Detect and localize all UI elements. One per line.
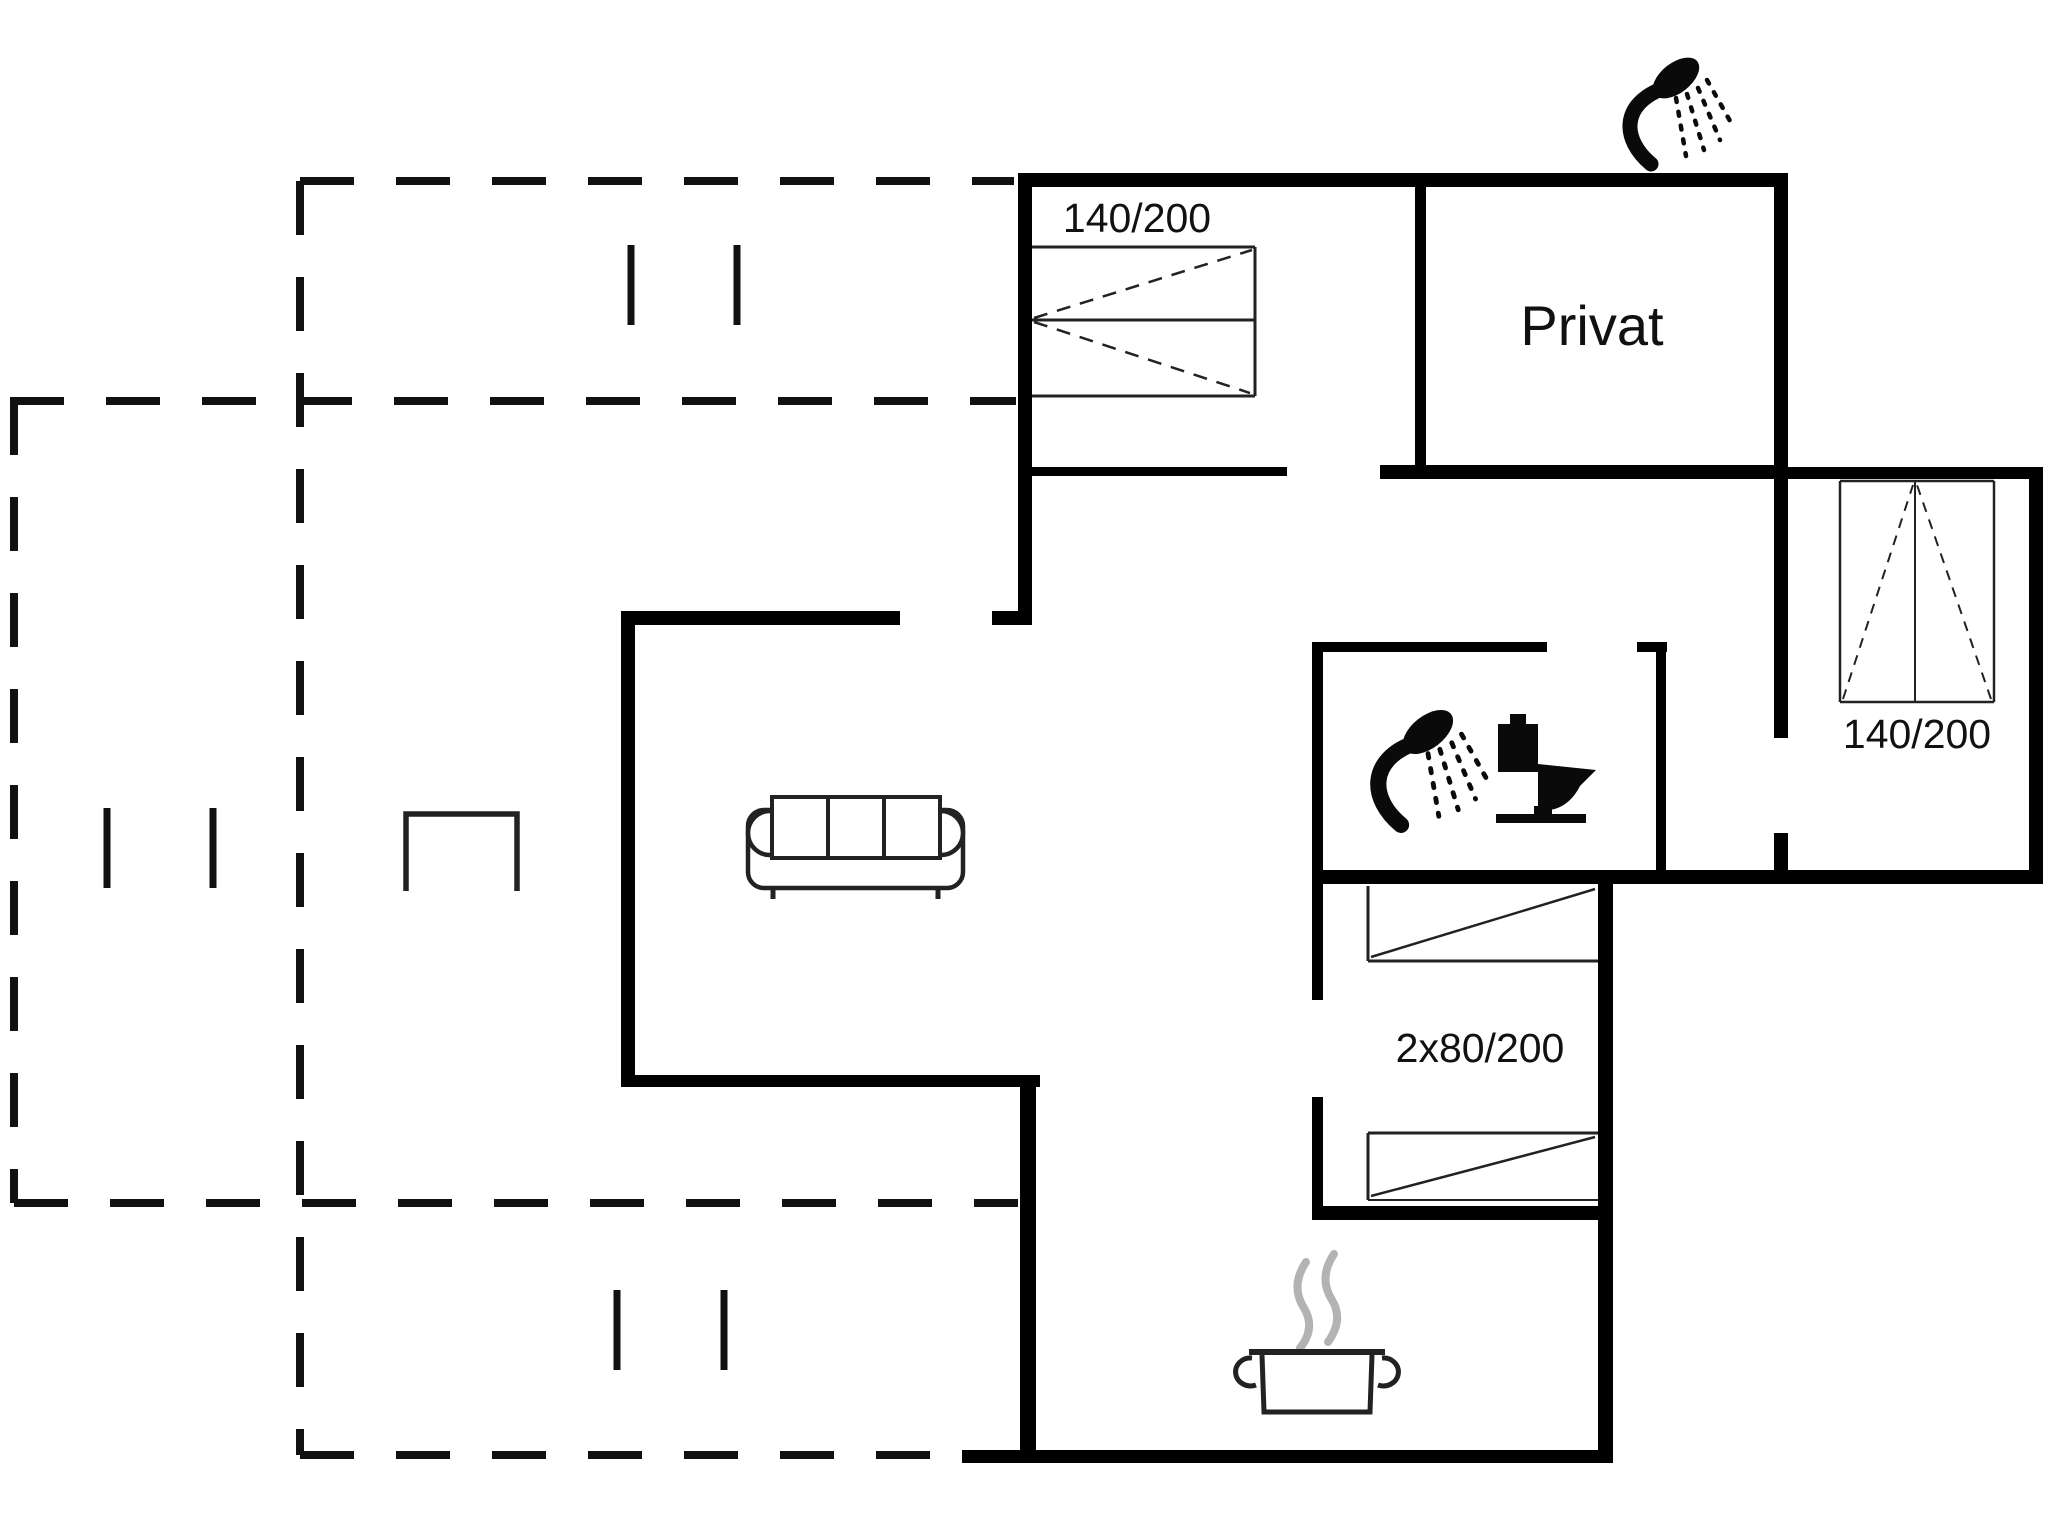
terrace-opening-ticks [103, 245, 741, 1370]
wall-south-outer [962, 1450, 1613, 1463]
bed-duvet-line [1842, 484, 1914, 700]
wall-privat-west [1415, 187, 1426, 467]
pot-body [1259, 1354, 1375, 1415]
wall-step-north [1788, 467, 2043, 479]
wall-top-outer [1018, 173, 1788, 187]
walls [621, 173, 2043, 1463]
terrace-dashed-outline [10, 177, 1018, 1459]
wall-living-west [621, 611, 635, 1087]
wall-bathroom-east [1656, 642, 1666, 878]
shower-icon-outdoor [1630, 50, 1734, 164]
wall-privat-south [1380, 465, 1788, 479]
bed-duvet-line [1916, 484, 1992, 700]
wall-bathroom-north-jamb [1637, 642, 1667, 652]
wall-kitchen-west [1020, 1075, 1036, 1456]
toilet-tank [1498, 724, 1538, 772]
wall-living-north [621, 611, 900, 625]
bed-single-lower [1366, 1131, 1598, 1201]
wall-east-mid-vertical [1598, 870, 1613, 1463]
steam-wave [1293, 1258, 1314, 1352]
sofa-backrest [770, 795, 942, 860]
bed-diagonal-line [1370, 1135, 1596, 1198]
wall-bedroom-west [1018, 173, 1032, 625]
pot-handle-left [1233, 1355, 1257, 1389]
cooking-pot-icon [1233, 1349, 1401, 1415]
wall-bunkroom-south [1312, 1206, 1613, 1220]
toilet-bowl [1538, 764, 1596, 810]
wall-bathroom-north [1312, 642, 1547, 652]
wall-bunkroom-west-lower [1312, 1097, 1323, 1213]
wall-mid-horizontal [1312, 870, 2043, 884]
bed-double-top-bedroom [1032, 245, 1257, 398]
bed-size-label-right-room: 140/200 [1843, 711, 1991, 757]
wall-east-outer-upper [1774, 173, 1788, 738]
toilet-base [1496, 814, 1586, 823]
wall-living-south [621, 1075, 1040, 1087]
wall-living-north-jamb [992, 611, 1032, 625]
bed-double-right-room [1838, 479, 1996, 704]
wall-east-outer-right [2029, 467, 2043, 884]
toilet-flush-knob [1510, 714, 1526, 726]
wall-hall-north-thin [1032, 467, 1287, 476]
table-icon [403, 811, 520, 891]
sofa-icon [745, 795, 966, 899]
bed-duvet-line [1033, 248, 1253, 320]
shower-icon-bathroom [1378, 701, 1490, 825]
private-room-label: Privat [1520, 294, 1664, 357]
pot-handle-right [1377, 1355, 1401, 1389]
bed-duvet-line [1033, 320, 1251, 395]
bed-size-label-top-bedroom: 140/200 [1063, 195, 1211, 241]
bed-single-upper [1366, 886, 1598, 963]
toilet-pedestal [1534, 806, 1552, 816]
bed-diagonal-line [1370, 887, 1596, 959]
wall-bathroom-west [1312, 642, 1323, 1000]
steam-wave [1321, 1250, 1342, 1346]
bed-size-label-bunk-room: 2x80/200 [1396, 1025, 1565, 1071]
toilet-icon [1496, 714, 1596, 823]
steam-icon [1293, 1250, 1342, 1352]
wall-east-outer-jamb [1774, 833, 1788, 878]
